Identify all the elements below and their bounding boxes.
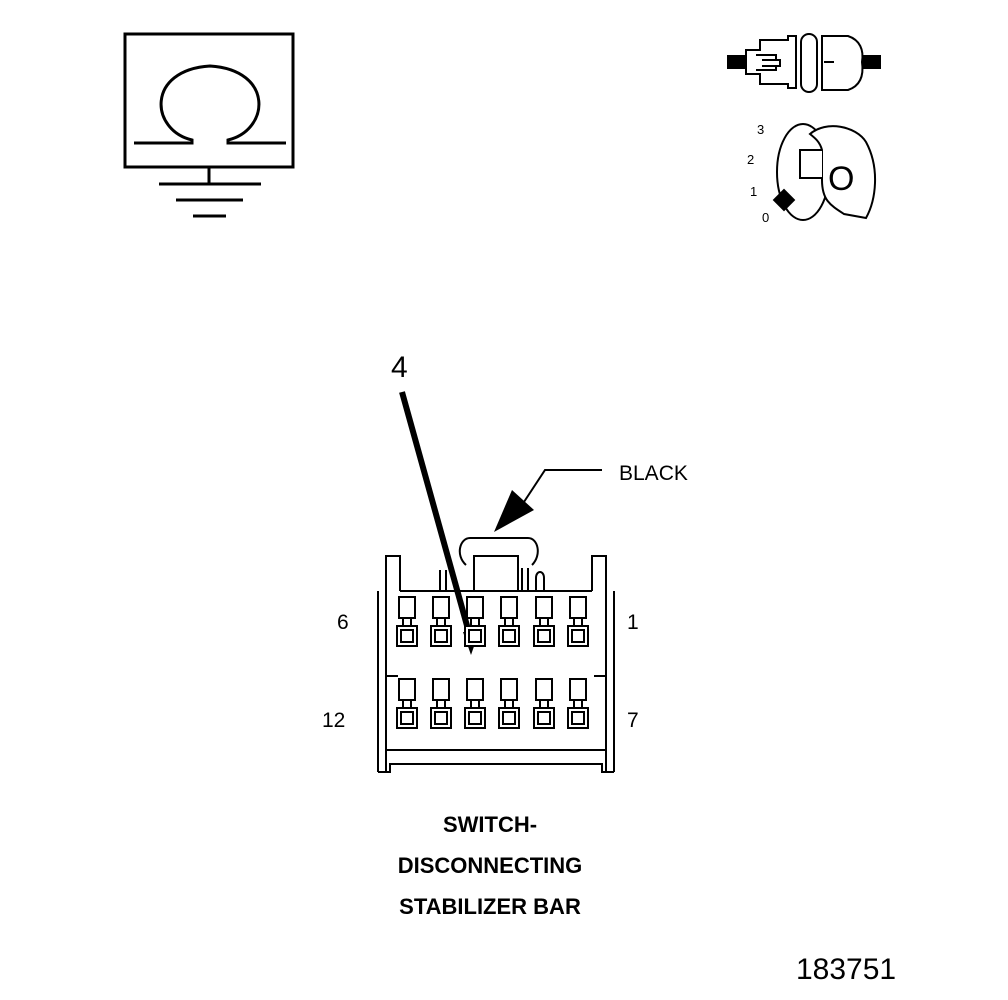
cavity-6 xyxy=(396,596,418,647)
connector-title-line-1: SWITCH- xyxy=(442,812,538,837)
ground-icon xyxy=(159,167,261,218)
key-position-1: 1 xyxy=(750,184,758,199)
figure-number: 183751 xyxy=(796,953,897,986)
connector-body xyxy=(377,537,615,773)
cavity-5 xyxy=(430,596,452,647)
cavity-12 xyxy=(396,678,418,729)
connector-disconnect-icon xyxy=(727,33,881,93)
pin-label-7: 7 xyxy=(627,709,639,732)
pin-label-12: 12 xyxy=(322,709,346,732)
key-head-label: O xyxy=(828,160,855,198)
key-position-3: 3 xyxy=(757,122,765,137)
ignition-key-icon xyxy=(772,123,876,221)
cavity-3 xyxy=(498,596,520,647)
connector-title-line-2: DISCONNECTING xyxy=(397,853,583,878)
key-position-0: 0 xyxy=(762,210,770,225)
connector-color-label: BLACK xyxy=(619,462,688,485)
pin-label-1: 1 xyxy=(627,611,639,634)
cavities-bottom-row xyxy=(396,678,589,729)
cavity-8 xyxy=(533,678,555,729)
cavity-1 xyxy=(567,596,589,647)
cavity-2 xyxy=(533,596,555,647)
cavity-9 xyxy=(498,678,520,729)
cavities-top-row xyxy=(396,596,589,647)
cavity-10 xyxy=(464,678,486,729)
ohmmeter-symbol xyxy=(123,32,295,169)
callout-4-label: 4 xyxy=(391,351,408,384)
cavity-7 xyxy=(567,678,589,729)
black-color-leader xyxy=(494,469,602,532)
key-position-2: 2 xyxy=(747,152,755,167)
connector-title-line-3: STABILIZER BAR xyxy=(399,894,581,919)
pin-label-6: 6 xyxy=(337,611,349,634)
cavity-11 xyxy=(430,678,452,729)
